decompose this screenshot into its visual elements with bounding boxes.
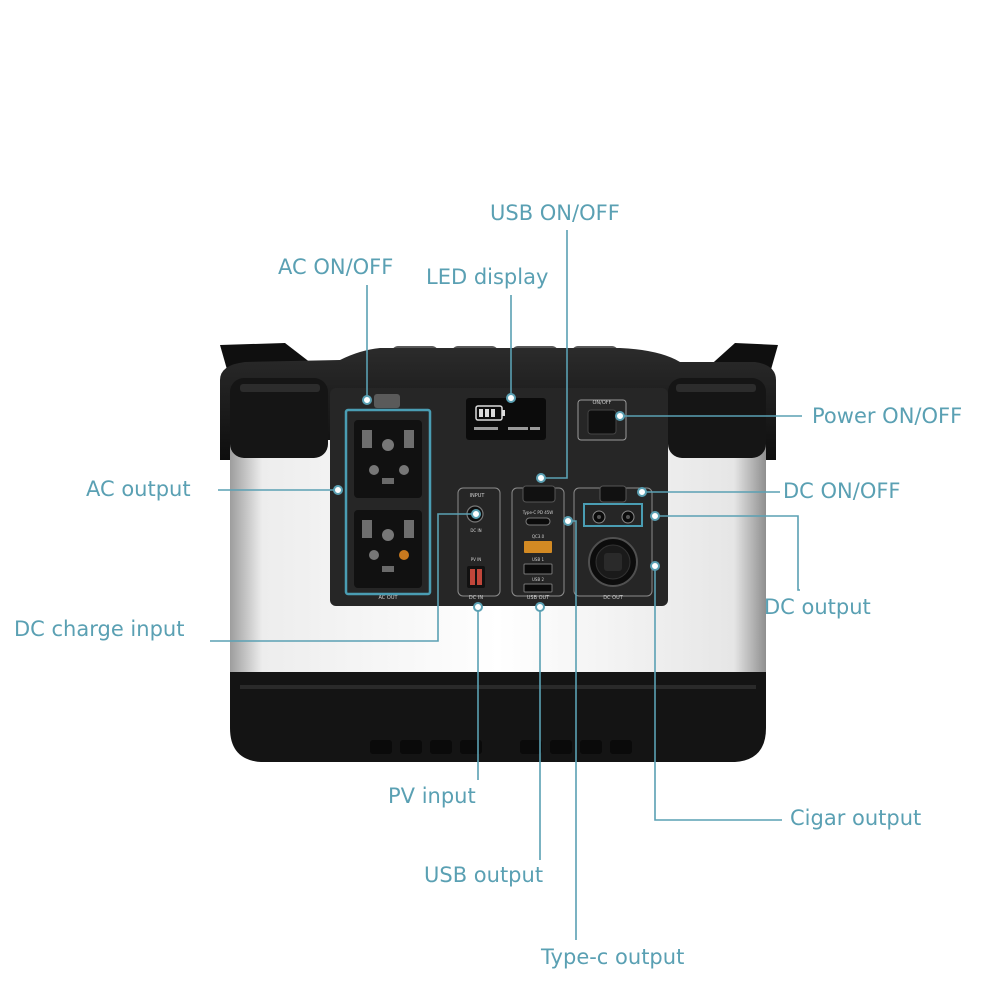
- label-qc: QC3.0: [532, 534, 545, 539]
- callout-led-display: LED display: [426, 265, 549, 289]
- label-dc-in: DC IN: [469, 595, 483, 601]
- bottom-base: [230, 672, 766, 762]
- callout-dc-output: DC output: [764, 595, 871, 619]
- input-group-frame: [457, 487, 501, 597]
- type-c-port[interactable]: [525, 517, 551, 526]
- ac-output-frame: [344, 408, 432, 596]
- label-pv-in: PV IN: [471, 557, 482, 562]
- ac-outlet-1[interactable]: [354, 420, 422, 498]
- callout-usb-on-off: USB ON/OFF: [490, 201, 620, 225]
- usb-switch[interactable]: [522, 485, 556, 503]
- callout-cigar-output: Cigar output: [790, 806, 922, 830]
- callout-usb-output: USB output: [424, 863, 544, 887]
- callout-type-c-output: Type-c output: [541, 945, 685, 969]
- power-button[interactable]: [587, 409, 617, 435]
- qc-port[interactable]: [524, 541, 552, 553]
- leader-dots: [333, 393, 660, 612]
- label-input: INPUT: [470, 493, 486, 499]
- label-ac-out: AC OUT: [378, 595, 398, 601]
- dc-switch[interactable]: [599, 485, 627, 503]
- side-cap-right: [668, 378, 766, 458]
- led-display: [466, 398, 546, 440]
- usb2-port[interactable]: [523, 583, 553, 593]
- power-button-frame: [577, 399, 627, 441]
- label-usb1: USB 1: [532, 557, 544, 562]
- label-type-c: Type-C PD 45W: [522, 510, 554, 515]
- callout-power-on-off: Power ON/OFF: [812, 404, 963, 428]
- ac-switch[interactable]: [374, 394, 400, 408]
- side-cap-left: [230, 378, 328, 458]
- label-usb-out: USB OUT: [527, 595, 550, 601]
- callout-ac-output: AC output: [86, 477, 191, 501]
- callout-ac-on-off: AC ON/OFF: [278, 255, 394, 279]
- callout-dc-on-off: DC ON/OFF: [783, 479, 901, 503]
- leader-lines: [210, 230, 802, 940]
- base-feet: [370, 740, 632, 754]
- callout-dc-charge-input: DC charge input: [14, 617, 185, 641]
- label-usb2: USB 2: [532, 577, 544, 582]
- label-dc-in-small: DC IN: [470, 528, 481, 533]
- pv-in-port[interactable]: [467, 566, 485, 588]
- dc-output-frame: [583, 503, 643, 527]
- label-dc-out: DC OUT: [603, 595, 624, 601]
- ac-outlet-2[interactable]: [354, 510, 422, 588]
- cigar-socket[interactable]: [588, 537, 638, 587]
- label-on-off: ON/OFF: [592, 400, 611, 406]
- usb1-port[interactable]: [523, 563, 553, 575]
- callout-pv-input: PV input: [388, 784, 476, 808]
